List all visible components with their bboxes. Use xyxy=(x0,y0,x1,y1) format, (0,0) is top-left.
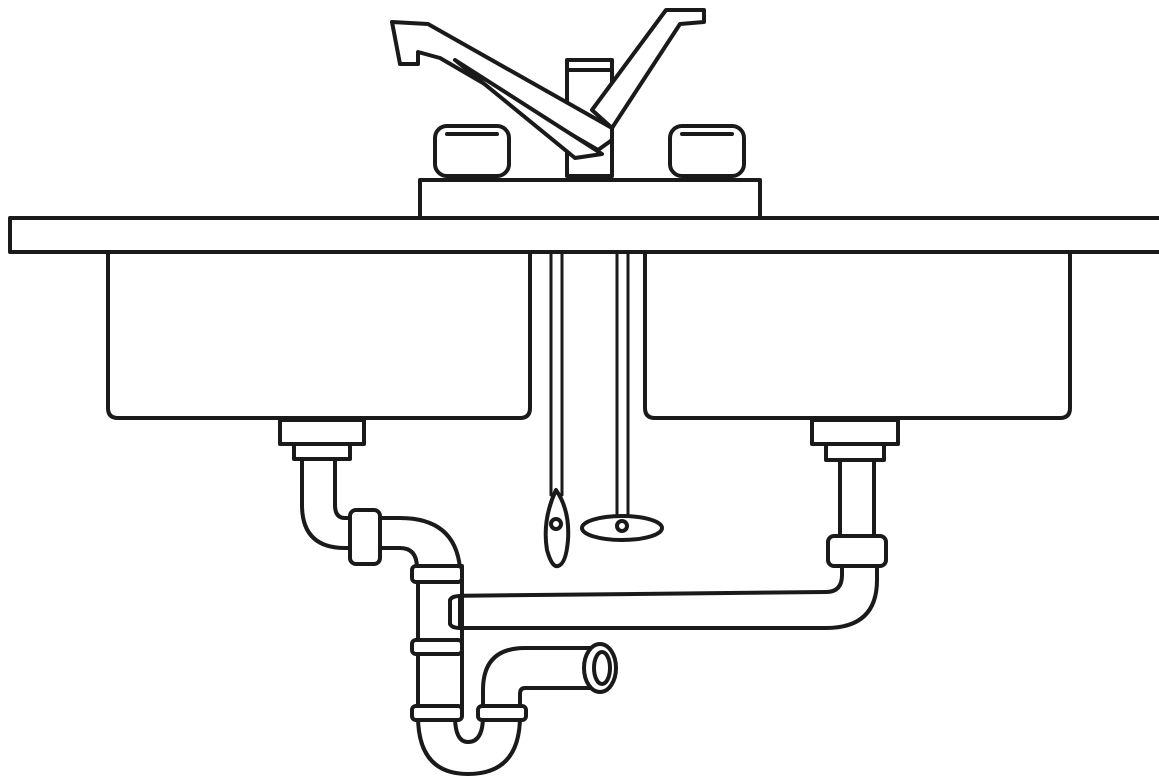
right-sink-bowl xyxy=(643,250,1072,420)
left-sink-bowl xyxy=(106,250,532,420)
right-handle xyxy=(668,124,746,178)
left-handle xyxy=(433,124,511,178)
drain-pipe-icon xyxy=(438,564,879,630)
right-drain xyxy=(810,418,900,568)
countertop xyxy=(8,216,1159,254)
p-trap-icon xyxy=(410,642,618,776)
drain-lever xyxy=(543,488,571,569)
left-drain xyxy=(278,418,462,577)
faucet-base xyxy=(418,178,762,220)
supply-lines xyxy=(549,250,630,522)
sink-pipe-icon xyxy=(410,564,464,718)
pivot-disc xyxy=(580,514,664,542)
faucet-icon xyxy=(390,8,706,178)
